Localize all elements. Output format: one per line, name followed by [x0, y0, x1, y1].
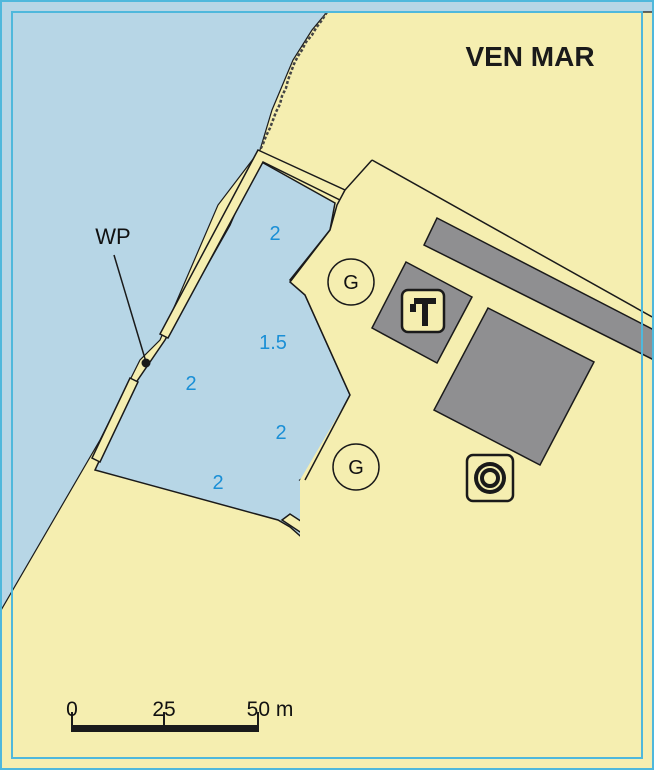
- fuel-label-1: G: [343, 272, 359, 294]
- depth-sounding: 2: [275, 422, 286, 444]
- scale-tick-25: 25: [152, 698, 175, 721]
- fuel-station-icon: G: [327, 258, 375, 306]
- waypoint-label: WP: [95, 224, 130, 249]
- scale-bar: 0 25 50 m: [66, 698, 293, 732]
- water-tap-icon: [400, 288, 446, 334]
- scale-tick-50: 50 m: [247, 698, 294, 721]
- waypoint-leader: [113, 254, 147, 363]
- rocky-shoreline: [258, 11, 329, 151]
- fuel-station-icon: G: [332, 443, 380, 491]
- long-warehouse: [423, 216, 654, 361]
- quay-edge-north: [371, 159, 654, 319]
- depth-sounding: 2: [185, 373, 196, 395]
- building-large: [432, 306, 596, 467]
- depth-sounding: 1.5: [259, 332, 287, 354]
- depth-sounding: 2: [269, 223, 280, 245]
- breakwater-tip: [91, 376, 139, 464]
- scale-tick-0: 0: [66, 698, 78, 721]
- waypoint-marker: [141, 358, 151, 368]
- shower-icon: [465, 453, 515, 503]
- place-name-title: VEN MAR: [465, 41, 594, 72]
- depth-sounding: 2: [212, 472, 223, 494]
- fuel-label-2: G: [348, 457, 364, 479]
- map-frame: [11, 11, 643, 759]
- quay-outline: [288, 159, 373, 481]
